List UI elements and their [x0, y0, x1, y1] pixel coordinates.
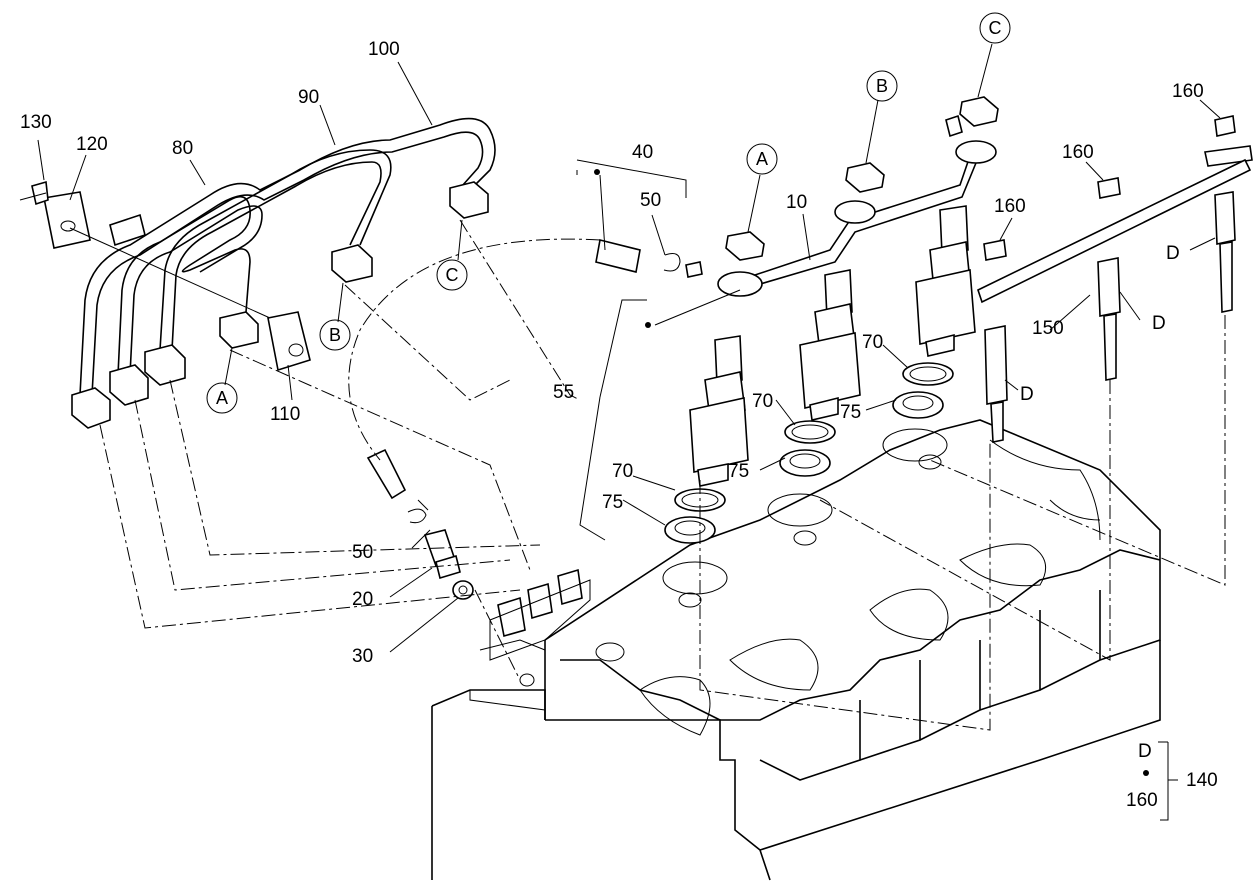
callout-160-a: 160	[994, 196, 1026, 217]
callout-labels: 130 120 80 90 100 110 50 20 30 40 50 10 …	[20, 39, 1218, 811]
leader-lines	[37, 43, 1221, 821]
callout-160-kit: 160	[1126, 790, 1158, 811]
callout-70-left: 70	[612, 461, 633, 482]
pump-outlets	[489, 568, 591, 661]
callout-d-plug-2: D	[1152, 313, 1166, 334]
callout-150: 150	[1032, 318, 1064, 339]
callout-d-plug-1: D	[1020, 384, 1034, 405]
callout-50-upper: 50	[640, 190, 661, 211]
ref-circle-c-left	[436, 259, 468, 291]
callout-140: 140	[1186, 770, 1218, 791]
injectors	[689, 205, 976, 487]
assembly-lines	[99, 219, 1226, 731]
return-hose	[366, 239, 703, 524]
sealing-rings	[664, 362, 954, 544]
callout-160-b: 160	[1062, 142, 1094, 163]
callout-90: 90	[298, 87, 319, 108]
banjo-connector	[423, 529, 474, 600]
ref-c-right-label: C	[989, 18, 1002, 38]
callout-75-left: 75	[602, 492, 623, 513]
injection-pipes	[71, 117, 496, 429]
callout-55: 55	[553, 382, 574, 403]
callout-20: 20	[352, 589, 373, 610]
callout-30: 30	[352, 646, 373, 667]
glow-plugs	[977, 115, 1253, 443]
callout-100: 100	[368, 39, 400, 60]
callout-70-mid: 70	[752, 391, 773, 412]
ref-circle-b-left	[319, 319, 351, 351]
ref-b-right-label: B	[876, 76, 888, 96]
callout-75-right: 75	[840, 402, 861, 423]
ref-circle-a-left	[206, 382, 238, 414]
callout-80: 80	[172, 138, 193, 159]
ref-a-left-label: A	[216, 388, 228, 408]
callout-130: 130	[20, 112, 52, 133]
ref-c-left-label: C	[446, 265, 459, 285]
callout-160-c: 160	[1172, 81, 1204, 102]
clamps	[19, 180, 311, 372]
ref-circle-c-right	[979, 12, 1011, 44]
callout-120: 120	[76, 134, 108, 155]
leak-off-line	[717, 96, 999, 297]
callout-d-plug-3: D	[1166, 243, 1180, 264]
callout-50-lower: 50	[352, 542, 373, 563]
callout-110: 110	[270, 404, 300, 425]
ref-circle-a-right	[746, 143, 778, 175]
callout-40: 40	[632, 142, 653, 163]
ref-circle-b-right	[866, 70, 898, 102]
callout-70-right: 70	[862, 332, 883, 353]
ref-b-left-label: B	[329, 325, 341, 345]
reference-circles: A B C A B C	[206, 12, 1011, 414]
callout-10: 10	[786, 192, 807, 213]
ref-a-right-label: A	[756, 149, 768, 169]
cylinder-head	[431, 419, 1161, 881]
callout-d-kit: D	[1138, 741, 1152, 762]
callout-75-mid: 75	[728, 461, 749, 482]
